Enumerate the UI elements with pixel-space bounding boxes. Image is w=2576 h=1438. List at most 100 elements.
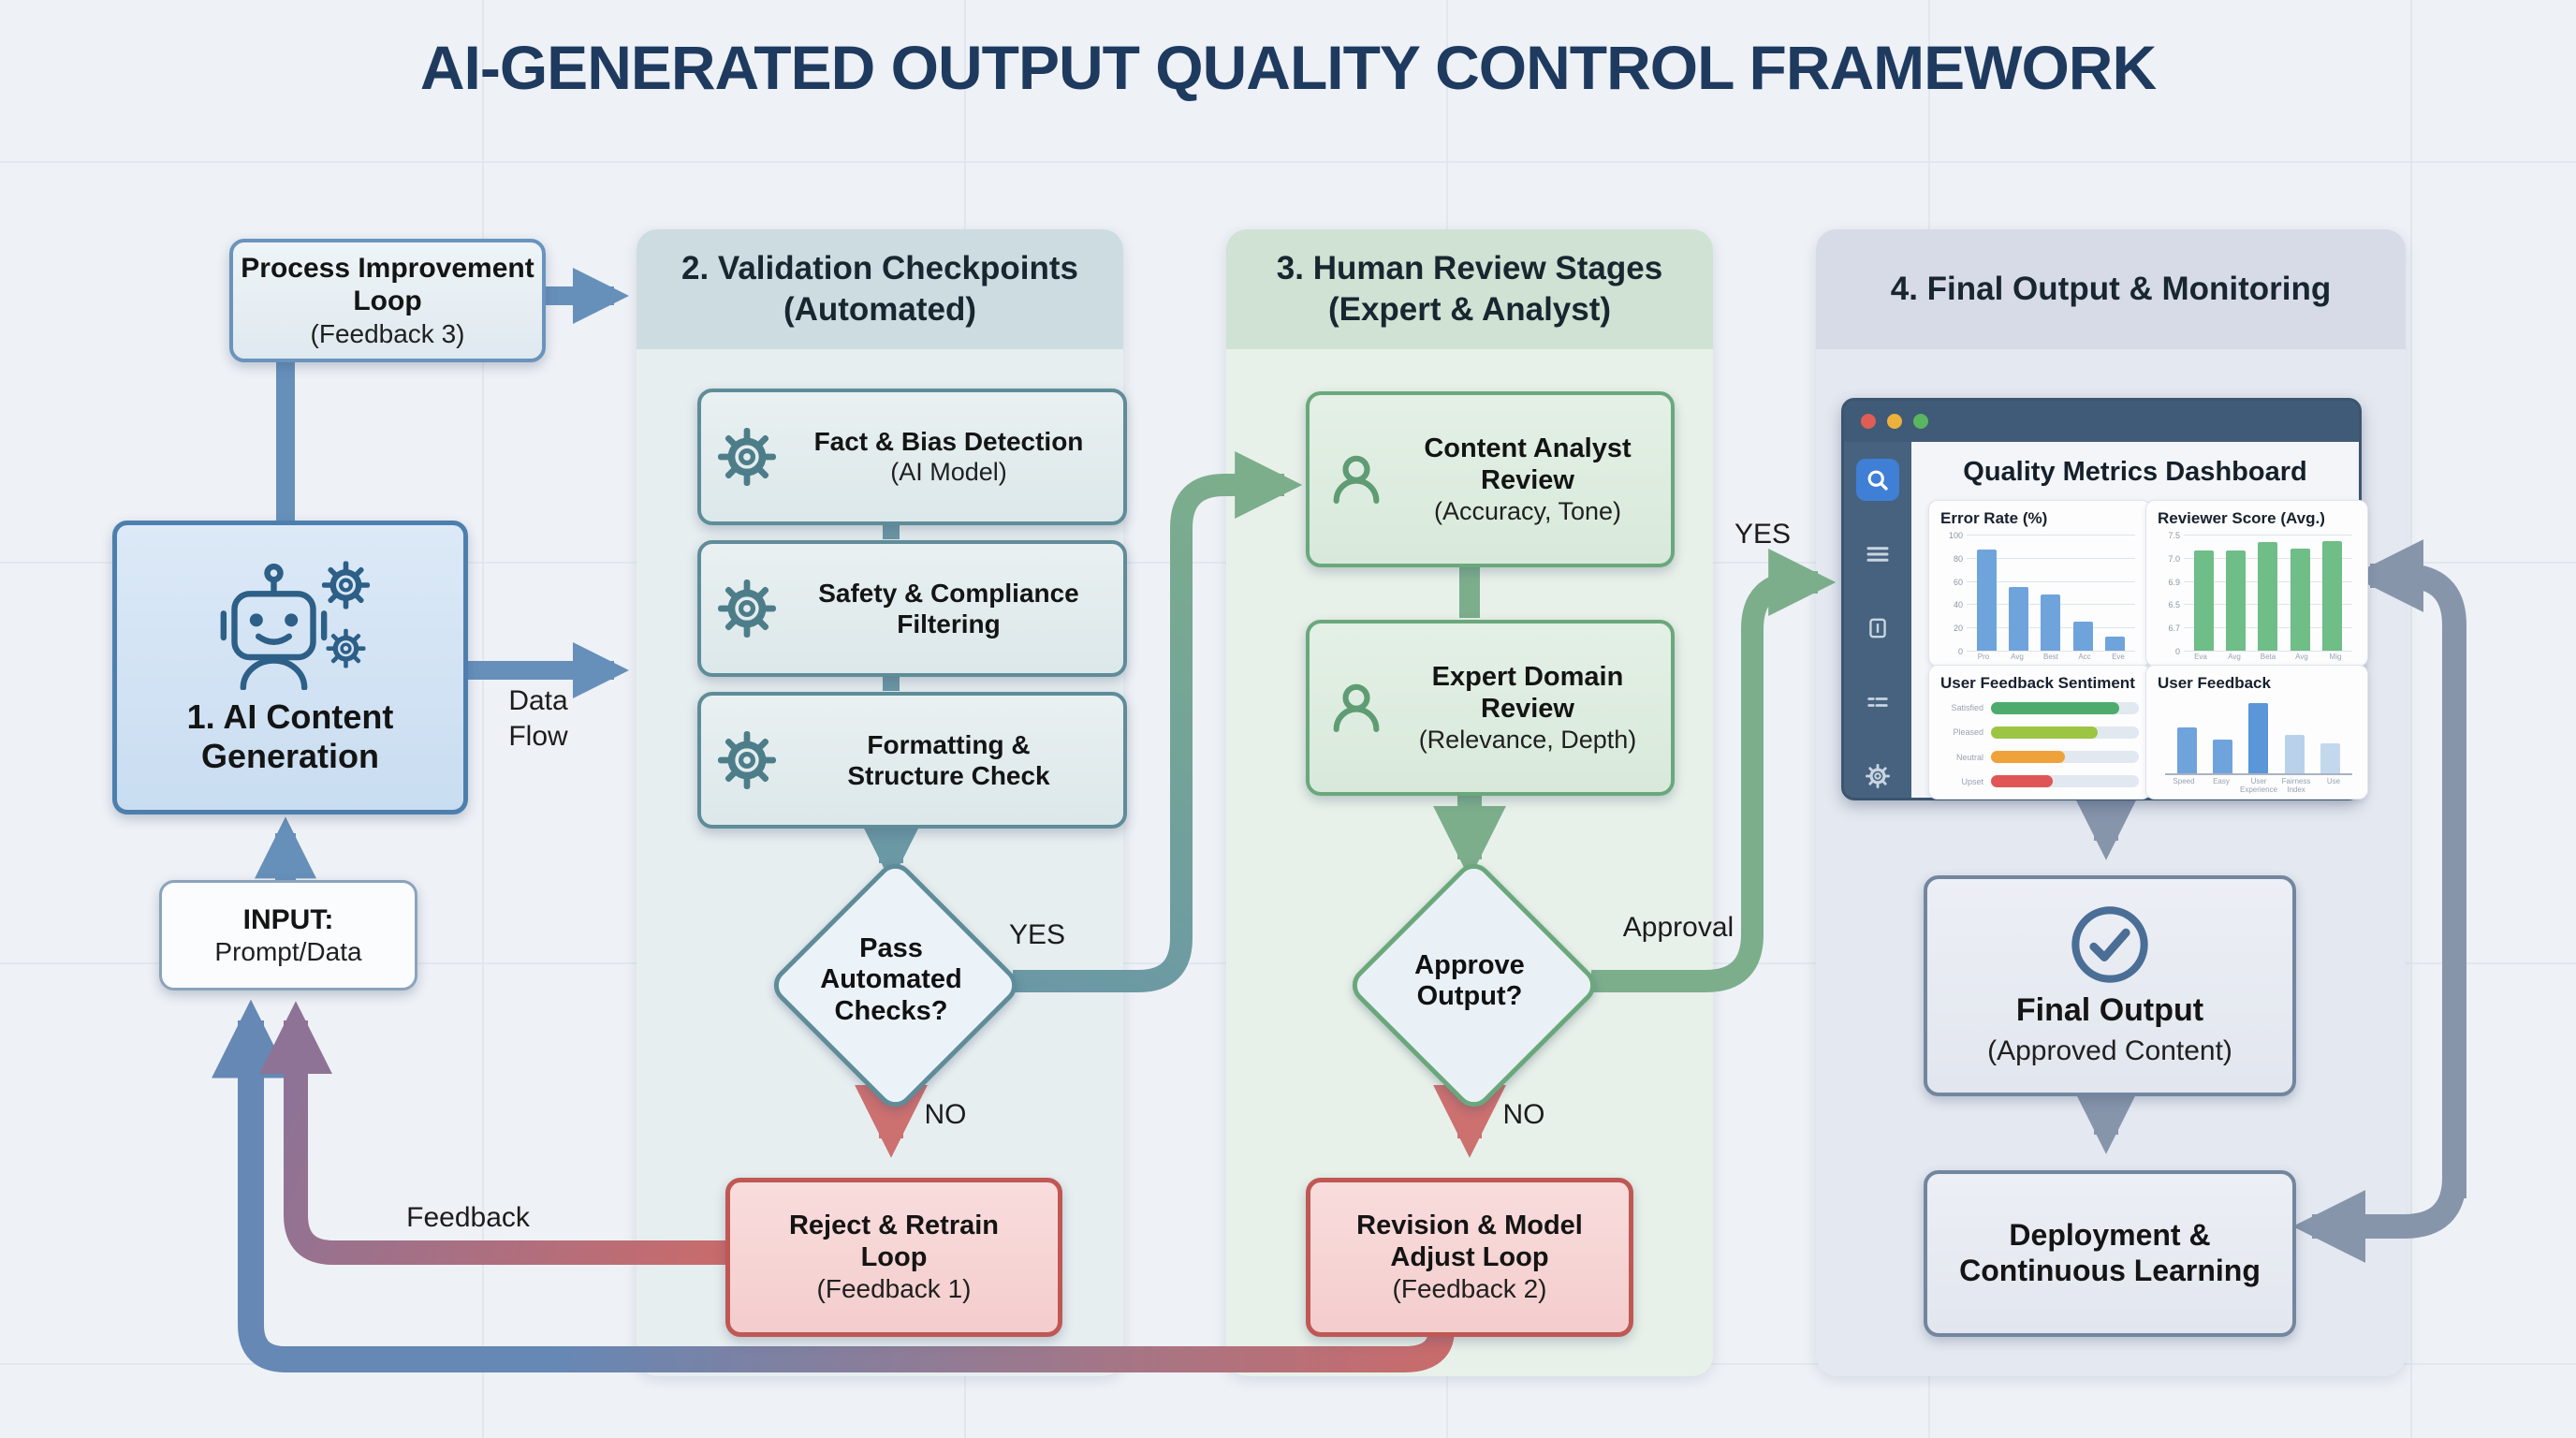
no-label-stage2: NO	[924, 1099, 967, 1130]
deployment-box: Deployment & Continuous Learning	[1924, 1170, 2296, 1337]
reject-title: Reject & Retrain Loop	[788, 1210, 999, 1273]
grid-line	[2410, 0, 2412, 1438]
chart-bar	[2258, 542, 2278, 651]
search-icon[interactable]	[1856, 459, 1899, 502]
check-circle-icon	[2069, 903, 2151, 986]
gear-icon[interactable]	[1856, 756, 1899, 798]
safety-title: Safety & Compliance Filtering	[818, 578, 1079, 638]
data-flow-label: Data Flow	[508, 685, 568, 752]
safety-compliance-box: Safety & Compliance Filtering	[697, 540, 1127, 677]
chart-bar	[2322, 541, 2343, 651]
error-rate-title: Error Rate (%)	[1940, 509, 2048, 527]
stage3-header-subtitle: (Expert & Analyst)	[1327, 291, 1612, 328]
sentiment-title: User Feedback Sentiment	[1940, 674, 2135, 692]
chart-bar	[2320, 743, 2341, 773]
stage4-header: 4. Final Output & Monitoring	[1816, 229, 2406, 349]
fact-bias-detection-box: Fact & Bias Detection (AI Model)	[697, 389, 1127, 525]
chart-bar	[1976, 550, 1997, 651]
reject-subtitle: (Feedback 1)	[816, 1274, 972, 1304]
input-title: INPUT:	[242, 903, 334, 935]
analyst-subtitle: (Accuracy, Tone)	[1433, 497, 1622, 526]
expert-subtitle: (Relevance, Depth)	[1418, 726, 1637, 755]
input-prompt-data-box: INPUT: Prompt/Data	[159, 880, 417, 990]
report-icon[interactable]	[1856, 607, 1899, 649]
minimize-window-dot[interactable]	[1887, 414, 1902, 429]
fact-bias-title: Fact & Bias Detection	[813, 427, 1084, 457]
fact-bias-subtitle: (AI Model)	[890, 458, 1007, 487]
chart-bar	[2072, 621, 2093, 651]
stage2-header-title: 2. Validation Checkpoints	[681, 250, 1078, 286]
person-icon	[1326, 678, 1386, 738]
chart-bar	[2176, 726, 2197, 773]
dashboard-sidebar	[1844, 442, 1911, 798]
yes-label-stage3: YES	[1734, 519, 1792, 550]
feedback-label: Feedback	[406, 1202, 530, 1233]
gear-icon	[718, 580, 776, 638]
ai-box-title: 1. AI Content Generation	[186, 697, 394, 775]
ai-content-generation-box: 1. AI Content Generation	[112, 521, 468, 814]
stage3-header-title: 3. Human Review Stages	[1276, 250, 1663, 286]
chart-bar	[2290, 548, 2310, 651]
expert-title: Expert Domain Review	[1431, 661, 1624, 724]
final-output-subtitle: (Approved Content)	[1987, 1035, 2232, 1067]
formatting-structure-box: Formatting & Structure Check	[697, 692, 1127, 829]
revision-subtitle: (Feedback 2)	[1392, 1274, 1547, 1304]
final-output-box: Final Output (Approved Content)	[1924, 875, 2296, 1096]
list-icon[interactable]	[1856, 682, 1899, 724]
dashboard-content: Quality Metrics Dashboard Error Rate (%)…	[1911, 442, 2368, 800]
revision-model-adjust-box: Revision & Model Adjust Loop (Feedback 2…	[1306, 1178, 1633, 1337]
chart-bar	[2041, 594, 2061, 651]
process-loop-title: Process Improvement Loop	[241, 252, 534, 317]
person-icon	[1326, 449, 1386, 509]
grid-line	[0, 161, 2576, 163]
reviewer-score-title: Reviewer Score (Avg.)	[2158, 509, 2325, 527]
analyst-title: Content Analyst Review	[1424, 433, 1632, 495]
yes-label-stage2: YES	[1008, 919, 1066, 950]
gear-icon	[718, 731, 776, 789]
robot-icon	[220, 559, 379, 690]
close-window-dot[interactable]	[1861, 414, 1876, 429]
dashboard-window: Quality Metrics Dashboard Error Rate (%)…	[1841, 398, 2368, 800]
gear-icon	[718, 428, 776, 486]
reject-retrain-loop-box: Reject & Retrain Loop (Feedback 1)	[725, 1178, 1062, 1337]
chart-bar	[2226, 550, 2247, 651]
content-analyst-review-box: Content Analyst Review (Accuracy, Tone)	[1306, 391, 1675, 567]
chart-bar	[2009, 586, 2029, 651]
page-title: AI-GENERATED OUTPUT QUALITY CONTROL FRAM…	[419, 33, 2157, 102]
chart-bar	[2193, 550, 2214, 651]
revision-title: Revision & Model Adjust Loop	[1356, 1210, 1583, 1273]
chart-bar	[2213, 740, 2233, 773]
approve-output-label: Approve Output?	[1414, 950, 1525, 1012]
approval-label: Approval	[1622, 912, 1734, 943]
no-label-stage3: NO	[1502, 1099, 1545, 1130]
dashboard-title: Quality Metrics Dashboard	[1963, 457, 2307, 487]
expert-domain-review-box: Expert Domain Review (Relevance, Depth)	[1306, 620, 1675, 796]
maximize-window-dot[interactable]	[1913, 414, 1928, 429]
process-loop-subtitle: (Feedback 3)	[310, 318, 465, 348]
grid-line	[482, 0, 484, 1438]
chart-bar	[2248, 702, 2269, 773]
stage3-header: 3. Human Review Stages (Expert & Analyst…	[1226, 229, 1713, 349]
input-subtitle: Prompt/Data	[214, 936, 362, 966]
stage2-header: 2. Validation Checkpoints (Automated)	[637, 229, 1123, 349]
deployment-title: Deployment & Continuous Learning	[1959, 1218, 2261, 1287]
stage2-header-subtitle: (Automated)	[783, 291, 977, 328]
menu-icon[interactable]	[1856, 533, 1899, 575]
chart-bar	[2105, 636, 2126, 651]
pass-checks-label: Pass Automated Checks?	[820, 933, 962, 1026]
final-output-title: Final Output	[2015, 991, 2204, 1028]
window-titlebar	[1844, 401, 2359, 442]
chart-bar	[2284, 734, 2305, 773]
process-improvement-loop-box: Process Improvement Loop (Feedback 3)	[229, 239, 546, 362]
formatting-title: Formatting & Structure Check	[847, 729, 1050, 790]
user-feedback-title: User Feedback	[2158, 674, 2271, 692]
